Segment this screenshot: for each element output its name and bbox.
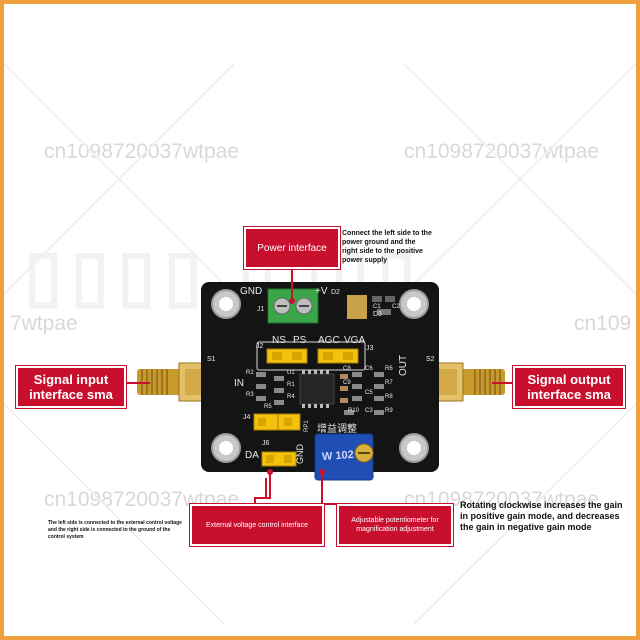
- silk-c5: C5: [365, 390, 373, 396]
- watermark-diagonal-lines: [4, 63, 636, 625]
- silk-gnd-top: GND: [240, 286, 263, 297]
- watermark-text: cn1098720037wtpae: [404, 140, 600, 163]
- silk-r2: R2: [246, 370, 254, 376]
- watermark-text: 7wtpae: [10, 312, 78, 335]
- silk-r8: R8: [385, 394, 393, 400]
- external-note: The left side is connected to the extern…: [48, 520, 182, 540]
- silk-agc: AGC: [318, 335, 340, 346]
- silk-c1: C1: [373, 304, 381, 310]
- silk-j4: J4: [243, 414, 251, 421]
- silk-da: DA: [245, 450, 259, 461]
- silk-r6: R6: [385, 366, 393, 372]
- callout-power-interface: Power interface: [244, 227, 340, 269]
- callout-signal-input-text: Signal input interface sma: [29, 372, 113, 402]
- silk-v-plus: +V: [315, 286, 328, 297]
- silk-c2: C2: [392, 304, 400, 310]
- callout-signal-output: Signal output interface sma: [513, 366, 625, 408]
- silk-r10: R10: [348, 408, 360, 414]
- silk-c9: C9: [343, 380, 351, 386]
- silk-r4: R4: [287, 394, 295, 400]
- watermark-text: cn109: [574, 312, 632, 335]
- amplifier-board-illustration: [4, 63, 636, 625]
- callout-signal-output-text: Signal output interface sma: [527, 372, 611, 402]
- power-terminal-block: [267, 288, 319, 324]
- silk-r1: R1: [287, 382, 295, 388]
- silk-c8: C8: [343, 366, 351, 372]
- callout-potentiometer-text: Adjustable potentiometer for magnificati…: [351, 517, 439, 533]
- silk-s1: S1: [207, 356, 216, 363]
- callout-power-interface-text: Power interface: [257, 242, 327, 254]
- silk-j6: J6: [262, 440, 270, 447]
- silk-r7: R7: [385, 380, 393, 386]
- silk-vga: VGA: [344, 335, 366, 346]
- callout-external-voltage-text: External voltage control interface: [206, 521, 308, 529]
- silk-d3: D3: [373, 311, 382, 318]
- silk-ns: NS: [272, 335, 286, 346]
- smd-components: [256, 372, 384, 415]
- watermark-text: cn1098720037wtpae: [44, 140, 240, 163]
- silk-r5: R5: [264, 404, 272, 410]
- silk-gain-adjust: 增益调整: [317, 424, 357, 435]
- rotation-note: Rotating clockwise increases the gain in…: [460, 500, 623, 532]
- amplifier-ic: [299, 373, 335, 405]
- silk-j2: J2: [256, 343, 264, 350]
- gain-potentiometer: [314, 433, 374, 481]
- silk-j1: J1: [257, 306, 265, 313]
- callout-potentiometer: Adjustable potentiometer for magnificati…: [337, 504, 453, 546]
- power-note: Connect the left side to the power groun…: [342, 230, 432, 264]
- callout-signal-input: Signal input interface sma: [16, 366, 126, 408]
- callout-external-voltage: External voltage control interface: [190, 504, 324, 546]
- silk-in: IN: [234, 378, 244, 389]
- silk-d2: D2: [331, 289, 340, 296]
- tantalum-capacitor: [347, 295, 367, 319]
- silk-u1: U1: [287, 370, 295, 376]
- silk-ps: PS: [293, 335, 307, 346]
- silk-r9: R9: [385, 408, 393, 414]
- silk-c3: C3: [365, 408, 373, 414]
- silk-s2: S2: [426, 356, 435, 363]
- silk-j3: J3: [366, 345, 374, 352]
- silk-c6: C6: [365, 366, 373, 372]
- silk-r3: R3: [246, 392, 254, 398]
